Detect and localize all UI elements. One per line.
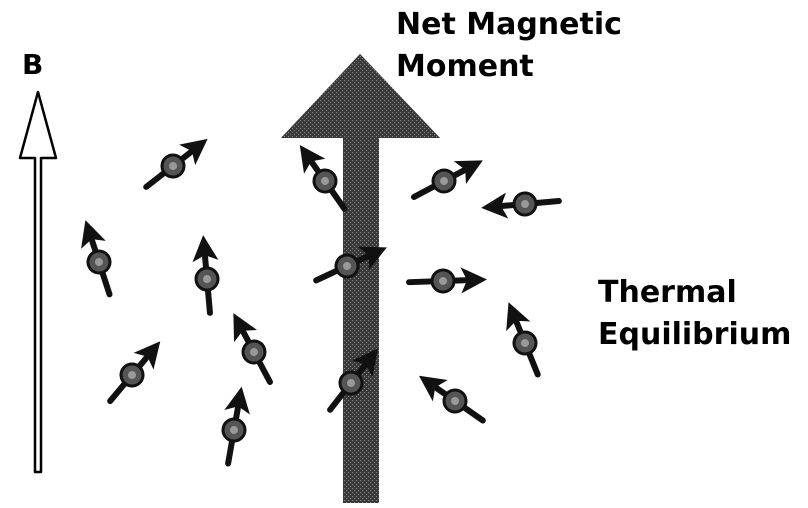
spin-arrow-icon — [81, 220, 113, 298]
spin-arrow-icon — [327, 348, 379, 413]
spin-arrow-icon — [233, 313, 273, 386]
spin-arrow-icon — [143, 138, 208, 190]
thermal-label-line2: Equilibrium — [598, 317, 792, 352]
spin-arrow-icon — [107, 341, 161, 405]
spin-arrow-icon — [410, 160, 483, 200]
net-moment-label: Net Magnetic Moment — [396, 4, 622, 88]
net-moment-label-line1: Net Magnetic — [396, 7, 622, 42]
net-moment-arrow-icon — [281, 54, 440, 503]
thermal-equilibrium-label: Thermal Equilibrium — [598, 272, 791, 356]
thermal-label-line1: Thermal — [598, 275, 737, 310]
spin-arrow-icon — [313, 246, 387, 284]
spin-arrow-icon — [418, 375, 486, 424]
spin-arrow-icon — [481, 191, 562, 219]
field-arrow-icon — [18, 90, 58, 474]
spin-arrow-icon — [192, 235, 220, 316]
field-label: B — [22, 48, 44, 81]
spin-arrow-icon — [406, 267, 487, 294]
spin-arrow-icon — [506, 302, 541, 378]
spin-group — [81, 138, 562, 467]
spin-arrow-icon — [221, 386, 250, 467]
net-moment-label-line2: Moment — [396, 49, 534, 84]
spin-arrow-icon — [299, 144, 348, 212]
